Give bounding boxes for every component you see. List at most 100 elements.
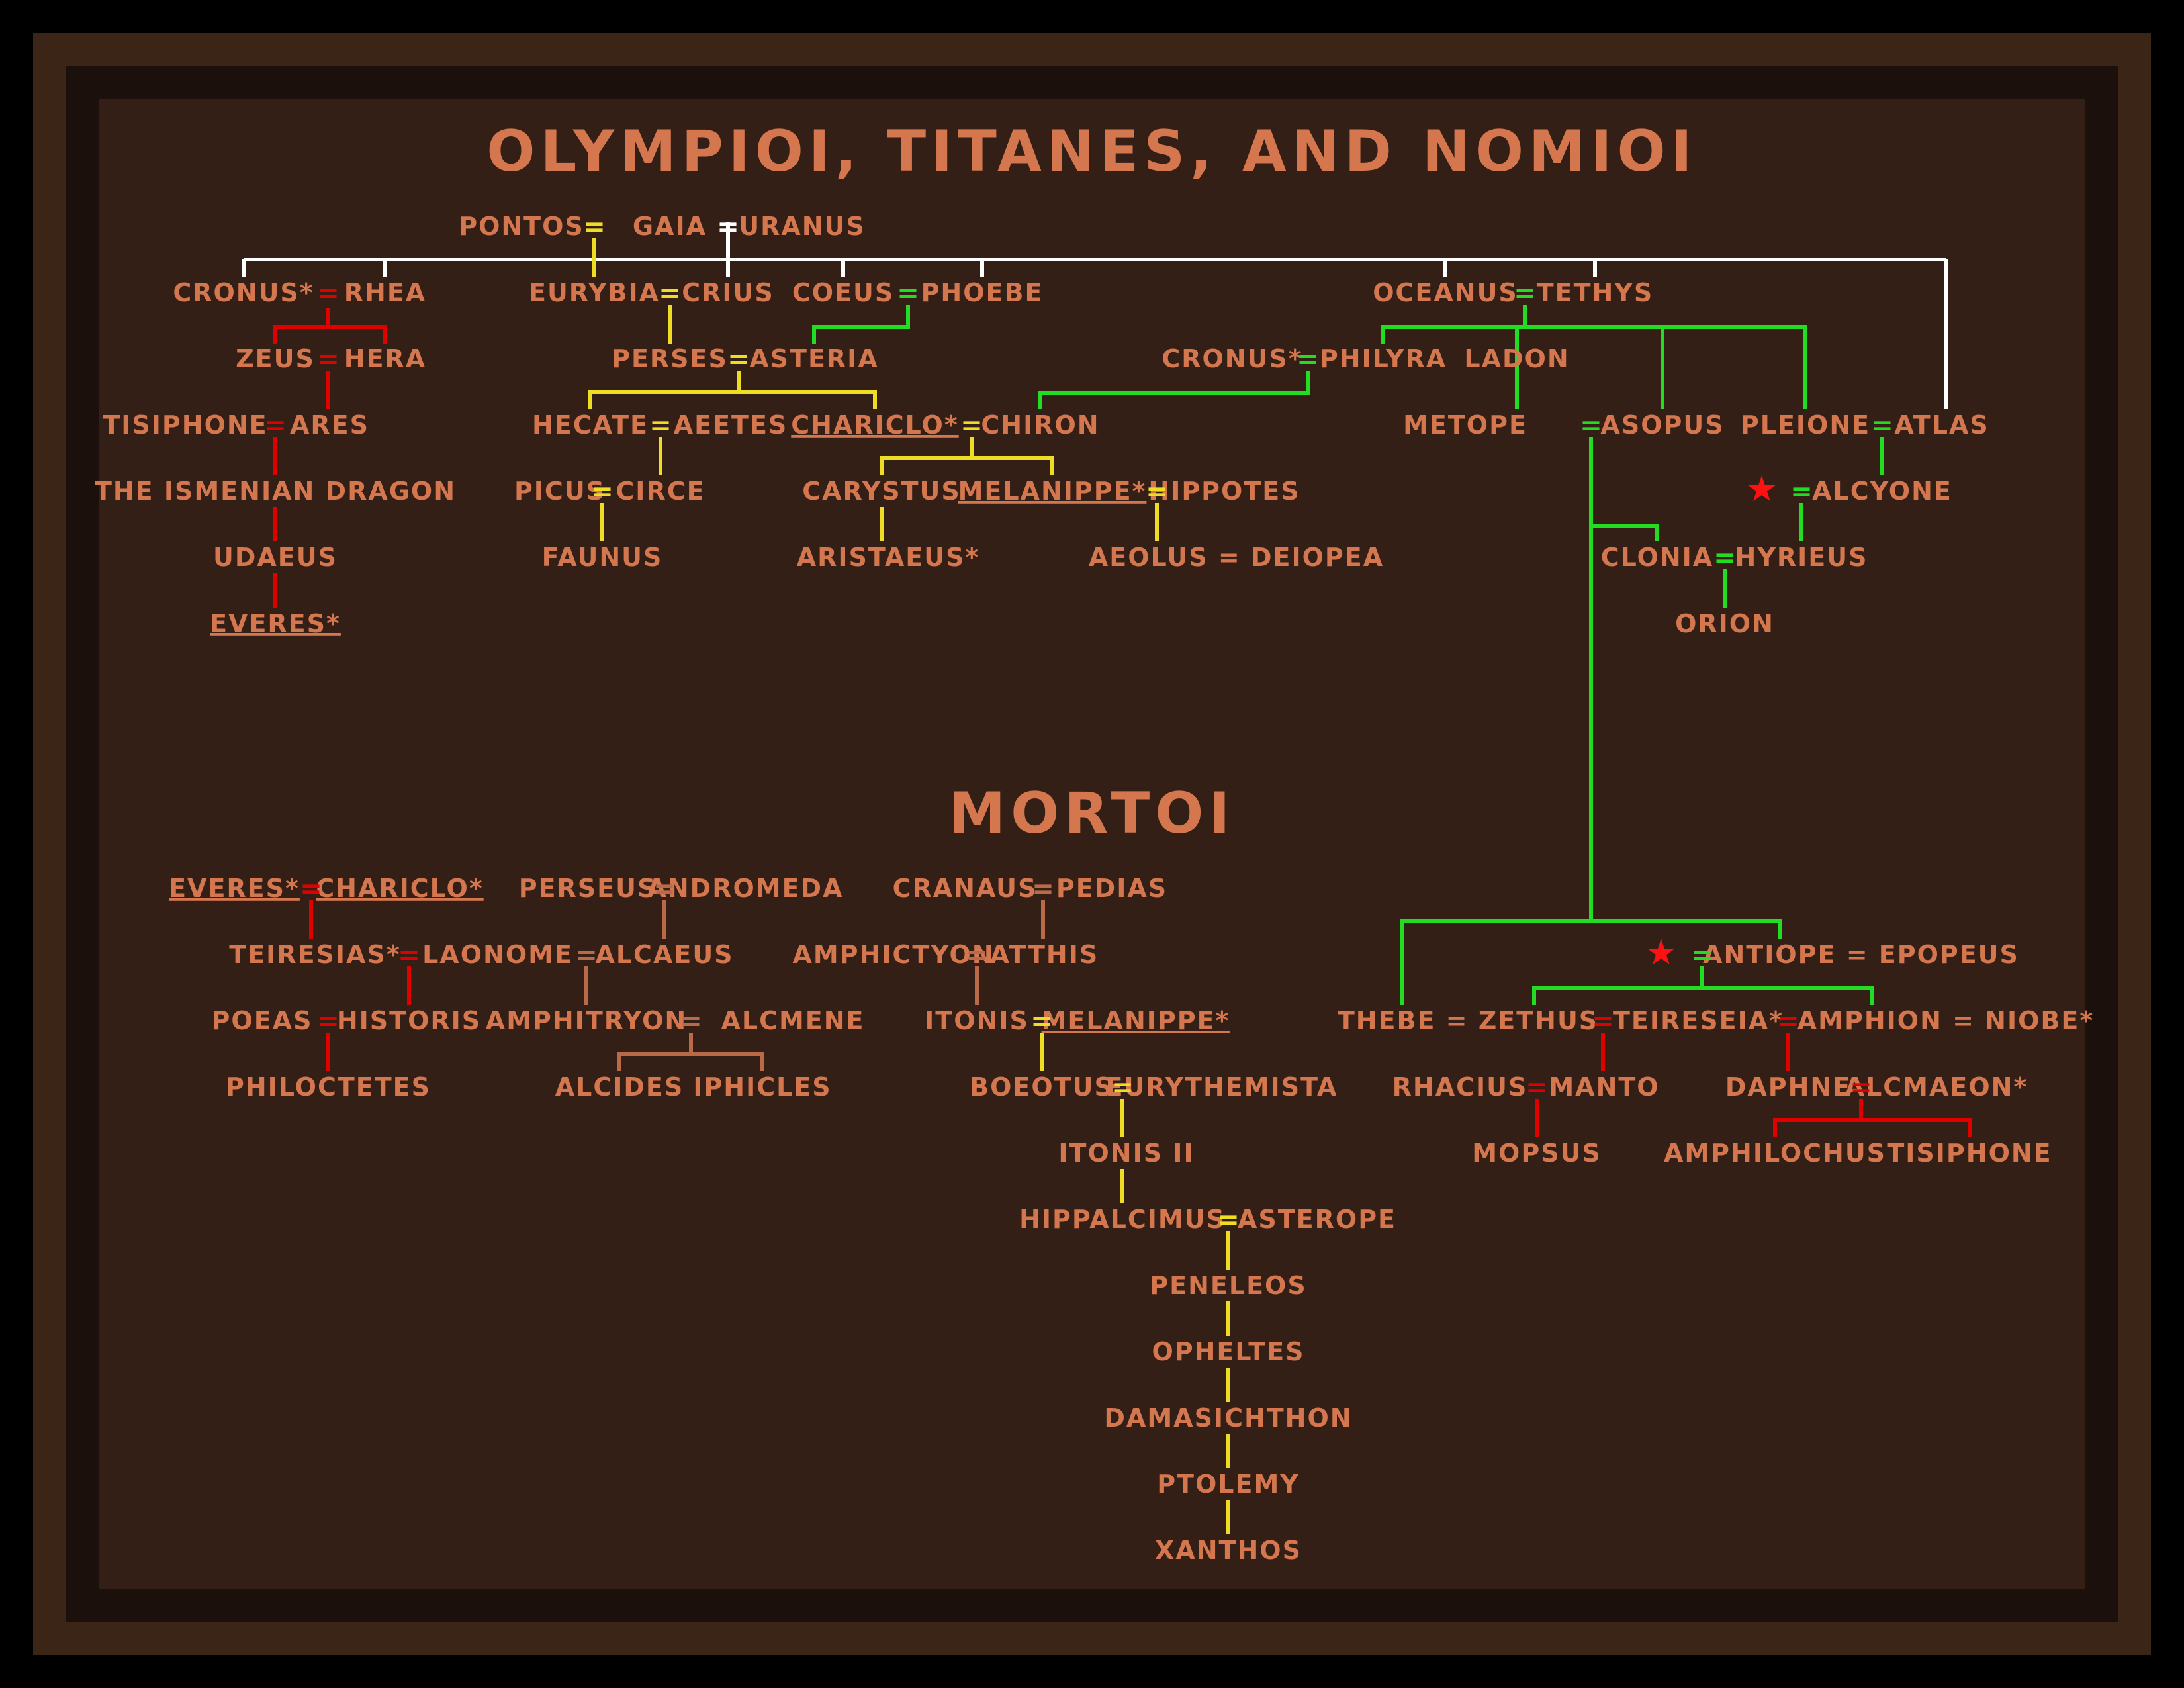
name-asopus: ASOPUS	[1600, 410, 1724, 440]
marriage-equals-icon: =	[1525, 1072, 1548, 1103]
green-edges	[812, 305, 1884, 1005]
marriage-equals-icon: =	[575, 940, 598, 970]
marriage-equals-icon: =	[264, 410, 287, 441]
star-icon: ★	[1645, 931, 1677, 973]
name-amphilochus: AMPHILOCHUS	[1664, 1139, 1886, 1168]
edge-cronus-hera	[328, 325, 387, 344]
name-crius: CRIUS	[682, 278, 774, 307]
edge-asopus-thebe-antiope	[1400, 919, 1782, 1005]
edge-antiope-sons	[1532, 986, 1874, 1005]
marriage-equals-icon: =	[727, 344, 750, 375]
name-poeas: POEAS	[212, 1006, 313, 1035]
name-ismenian-dragon: THE ISMENIAN DRAGON	[95, 477, 456, 506]
name-carystus: CARYSTUS	[802, 477, 961, 506]
name-tethys: TETHYS	[1537, 278, 1654, 307]
name-phoebe: PHOEBE	[921, 278, 1044, 307]
brown-edges	[584, 900, 1045, 1071]
marriage-equals-icon: =	[1777, 1006, 1799, 1037]
name-uranus: URANUS	[739, 212, 866, 241]
name-coeus: COEUS	[792, 278, 894, 307]
marriage-equals-icon: =	[1297, 344, 1319, 375]
name-pedias: PEDIAS	[1056, 874, 1167, 903]
name-hippotes: HIPPOTES	[1148, 477, 1300, 506]
name-mopsus: MOPSUS	[1472, 1139, 1602, 1168]
yellow-edges	[588, 238, 1230, 1534]
edge-alcmaeon-tisiphone	[1861, 1118, 1972, 1137]
edge-perses-hecate	[588, 371, 741, 409]
name-amphictyon: AMPHICTYON	[792, 940, 994, 969]
marriage-equals-icon: =	[897, 278, 919, 308]
name-ares: ARES	[290, 410, 369, 440]
name-rhacius: RHACIUS	[1392, 1072, 1528, 1102]
name-pontos: PONTOS	[459, 212, 584, 241]
marriage-equals-icon: =	[649, 410, 672, 441]
name-picus: PICUS	[514, 477, 606, 506]
name-zeus: ZEUS	[236, 344, 315, 373]
name-xanthos: XANTHOS	[1155, 1536, 1302, 1565]
marriage-equals-icon: =	[317, 1006, 340, 1037]
name-rhea: RHEA	[344, 278, 426, 307]
diagram-panel	[99, 99, 2085, 1589]
edge-chiron-melanippe	[972, 456, 1054, 475]
name-itonis: ITONIS	[925, 1006, 1029, 1035]
edge-oceanids-bus	[1381, 325, 1807, 409]
name-teiresias: TEIRESIAS*	[229, 940, 400, 969]
marriage-equals-icon: =	[966, 940, 988, 970]
primordial-edges	[242, 222, 1948, 409]
name-faunus: FAUNUS	[542, 543, 663, 572]
name-cronus-2: CRONUS*	[1161, 344, 1302, 373]
name-iphicles: IPHICLES	[693, 1072, 831, 1102]
marriage-equals-icon: =	[1032, 874, 1054, 904]
name-alcides: ALCIDES	[555, 1072, 684, 1102]
name-teireseia: TEIRESEIA*	[1613, 1006, 1784, 1035]
marriage-markers: ==================================	[264, 212, 1893, 1235]
name-everes-1: EVERES*	[210, 609, 341, 638]
name-manto: MANTO	[1549, 1072, 1659, 1102]
name-hera: HERA	[344, 344, 426, 373]
marriage-equals-icon: =	[398, 940, 420, 970]
edge-asopus-clonia	[1591, 524, 1659, 541]
name-antiope-epopeus: ANTIOPE = EPOPEUS	[1703, 940, 2019, 969]
name-eurythemista: EURYTHEMISTA	[1106, 1072, 1338, 1102]
marriage-equals-icon: =	[317, 344, 340, 375]
name-atthis: ATTHIS	[990, 940, 1099, 969]
name-cronus: CRONUS*	[173, 278, 314, 307]
name-historis: HISTORIS	[337, 1006, 481, 1035]
name-boeotus: BOEOTUS	[970, 1072, 1114, 1102]
edge-philyra-chiron	[1038, 371, 1310, 409]
name-hippalcimus: HIPPALCIMUS	[1019, 1205, 1226, 1234]
edge-amphitryon-alcides	[617, 1033, 693, 1071]
name-eurybia: EURYBIA	[529, 278, 660, 307]
name-atlas: ATLAS	[1894, 410, 1989, 440]
edge-chiron-carystus	[880, 437, 974, 475]
name-pleione: PLEIONE	[1741, 410, 1870, 440]
name-chiron: CHIRON	[981, 410, 1099, 440]
name-perses: PERSES	[612, 344, 728, 373]
edge-alcmaeon-amphilochus	[1773, 1099, 1863, 1137]
marriage-equals-icon: =	[1030, 1006, 1053, 1037]
name-aristaeus: ARISTAEUS*	[797, 543, 980, 572]
marriage-equals-icon: =	[591, 477, 614, 507]
name-ladon: LADON	[1464, 344, 1569, 373]
name-alcmaeon: ALCMAEON*	[1845, 1072, 2028, 1102]
name-oceanus: OCEANUS	[1373, 278, 1518, 307]
marriage-equals-icon: =	[300, 874, 322, 904]
marriage-equals-icon: =	[659, 278, 681, 308]
name-melanippe-2: MELANIPPE*	[1042, 1006, 1230, 1035]
name-tisiphone-1: TISIPHONE	[103, 410, 267, 440]
marriage-equals-icon: =	[1146, 477, 1168, 507]
name-circe: CIRCE	[615, 477, 705, 506]
name-gaia: GAIA	[633, 212, 707, 241]
name-laonome: LAONOME	[422, 940, 573, 969]
title-bottom: MORTOI	[949, 780, 1236, 847]
name-aeolus-deiopea: AEOLUS = DEIOPEA	[1089, 543, 1384, 572]
marriage-equals-icon: =	[1592, 1006, 1614, 1037]
marriage-equals-icon: =	[717, 212, 739, 242]
name-thebe-zethus: THEBE = ZETHUS	[1338, 1006, 1598, 1035]
tree-edges	[242, 222, 1972, 1534]
name-chariclo-1: CHARICLO*	[791, 410, 958, 440]
marriage-equals-icon: =	[583, 212, 606, 242]
name-perseus: PERSEUS	[519, 874, 657, 903]
name-melanippe-1: MELANIPPE*	[958, 477, 1147, 506]
